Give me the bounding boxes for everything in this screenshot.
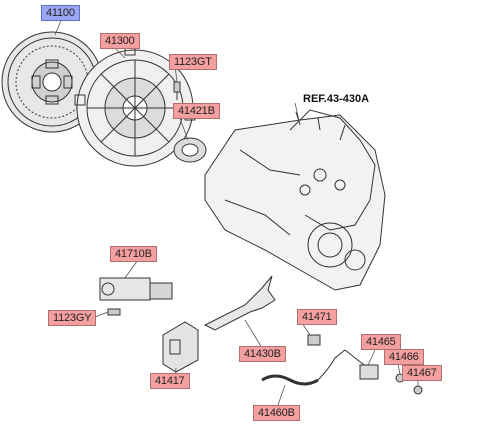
- bolt-1123gy: [107, 308, 121, 316]
- tag-41430b[interactable]: 41430B: [239, 346, 286, 362]
- tag-41471[interactable]: 41471: [297, 309, 337, 325]
- washer-41467: [413, 385, 423, 395]
- tag-41417[interactable]: 41417: [150, 373, 190, 389]
- slave-cylinder: [99, 277, 173, 301]
- tag-41421b[interactable]: 41421B: [173, 103, 220, 119]
- bracket-41465: [359, 364, 379, 380]
- leader-lines: [54, 17, 419, 406]
- tag-41465[interactable]: 41465: [361, 334, 401, 350]
- tag-41100[interactable]: 41100: [41, 5, 80, 21]
- tag-41466[interactable]: 41466: [384, 349, 424, 365]
- tag-41460b[interactable]: 41460B: [253, 405, 300, 421]
- tag-41467[interactable]: 41467: [402, 365, 442, 381]
- clutch-cover: [74, 44, 196, 167]
- pivot-41471: [307, 334, 321, 346]
- tag-1123gy[interactable]: 1123GY: [48, 310, 97, 326]
- reference-label[interactable]: REF.43-430A: [303, 93, 370, 105]
- tag-41300[interactable]: 41300: [100, 33, 140, 49]
- transmission-housing: [204, 109, 386, 291]
- release-bearing: [173, 137, 207, 163]
- release-fork: [203, 275, 276, 331]
- tag-1123gt[interactable]: 1123GT: [169, 54, 217, 70]
- tag-41710b[interactable]: 41710B: [110, 246, 157, 262]
- bracket-41417: [162, 321, 199, 373]
